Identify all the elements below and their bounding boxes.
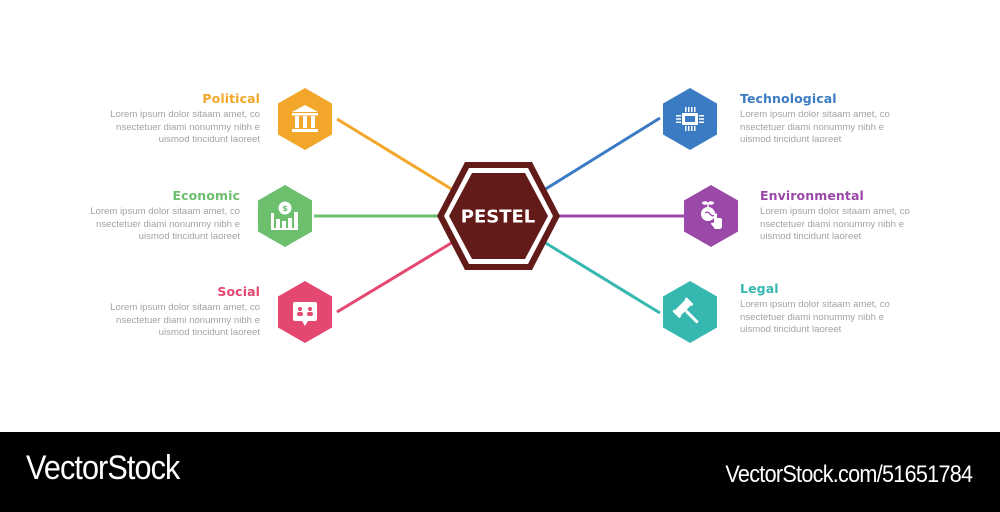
factor-block-technological: Technological Lorem ipsum dolor sitaam a… bbox=[740, 91, 920, 147]
factor-title-environmental: Environmental bbox=[760, 188, 864, 203]
image-id-url: VectorStock.com/51651784 bbox=[725, 461, 973, 488]
factor-title-legal: Legal bbox=[740, 281, 779, 296]
people-chat-icon bbox=[293, 302, 317, 326]
factor-description-economic: Lorem ipsum dolor sitaam amet, co nsecte… bbox=[90, 206, 240, 243]
factor-description-technological: Lorem ipsum dolor sitaam amet, co nsecte… bbox=[740, 109, 890, 146]
factor-block-environmental: Environmental Lorem ipsum dolor sitaam a… bbox=[760, 188, 940, 244]
hexagon-environmental bbox=[684, 185, 738, 247]
watermark-footer: VectorStock VectorStock.com/51651784 bbox=[0, 432, 1000, 512]
hexagon-technological bbox=[663, 88, 717, 150]
factor-description-social: Lorem ipsum dolor sitaam amet, co nsecte… bbox=[110, 302, 260, 339]
pestel-diagram: PESTEL $ bbox=[258, 88, 738, 343]
factor-block-social: Social Lorem ipsum dolor sitaam amet, co… bbox=[80, 284, 260, 340]
hexagon-economic: $ bbox=[258, 185, 312, 247]
factor-block-economic: Economic Lorem ipsum dolor sitaam amet, … bbox=[60, 188, 240, 244]
connector-political bbox=[336, 117, 454, 192]
factor-title-economic: Economic bbox=[172, 188, 240, 203]
factor-block-political: Political Lorem ipsum dolor sitaam amet,… bbox=[80, 91, 260, 147]
factor-title-technological: Technological bbox=[740, 91, 837, 106]
hexagon-social bbox=[278, 281, 332, 343]
gavel-icon bbox=[672, 297, 699, 324]
hexagon-legal bbox=[663, 281, 717, 343]
money-chart-icon: $ bbox=[271, 201, 298, 230]
connector-social bbox=[336, 240, 454, 314]
factor-description-political: Lorem ipsum dolor sitaam amet, co nsecte… bbox=[110, 109, 260, 146]
brand-logo-text: VectorStock bbox=[26, 449, 180, 487]
connector-technological bbox=[543, 116, 661, 192]
globe-plant-hand-icon bbox=[701, 201, 722, 229]
hexagon-political bbox=[278, 88, 332, 150]
factor-block-legal: Legal Lorem ipsum dolor sitaam amet, co … bbox=[740, 281, 920, 337]
factor-title-social: Social bbox=[217, 284, 260, 299]
factor-description-legal: Lorem ipsum dolor sitaam amet, co nsecte… bbox=[740, 299, 890, 336]
center-hexagon: PESTEL bbox=[437, 162, 560, 270]
factor-description-environmental: Lorem ipsum dolor sitaam amet, co nsecte… bbox=[760, 206, 910, 243]
svg-text:$: $ bbox=[282, 204, 288, 213]
center-label: PESTEL bbox=[461, 207, 536, 228]
microchip-icon bbox=[676, 107, 704, 131]
connector-legal bbox=[543, 240, 661, 315]
bank-building-icon bbox=[292, 105, 318, 132]
pestel-infographic: PESTEL $ bbox=[60, 88, 940, 343]
factor-title-political: Political bbox=[202, 91, 260, 106]
